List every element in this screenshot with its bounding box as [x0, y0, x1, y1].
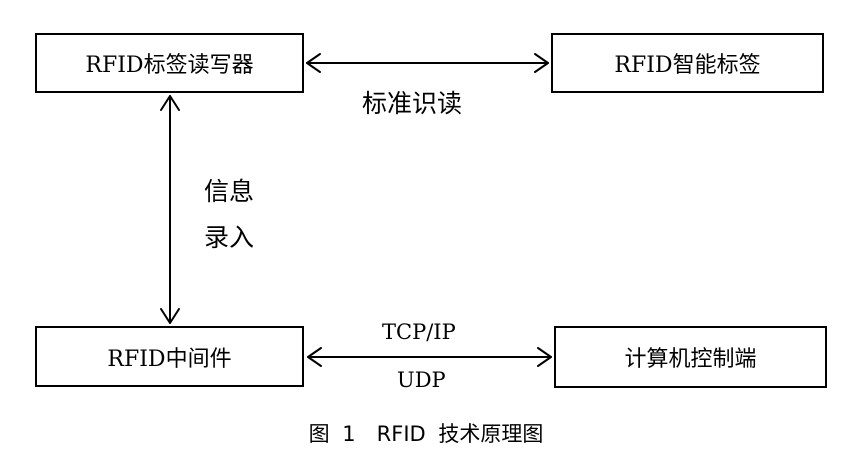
- arrow-reader-middleware: [160, 95, 180, 324]
- arrow-reader-tag: [306, 53, 549, 73]
- node-rfid-tag-label: RFID智能标签: [614, 53, 761, 78]
- node-rfid-reader-label: RFID标签读写器: [85, 53, 254, 78]
- node-rfid-reader: RFID标签读写器: [35, 33, 304, 93]
- arrow-middleware-computer: [307, 347, 552, 367]
- edge-label-standard-read: 标准识读: [362, 89, 463, 118]
- edge-label-udp: UDP: [397, 368, 446, 392]
- figure-caption: 图 1 RFID 技术原理图: [308, 422, 544, 446]
- edge-label-info-line1: 信息: [204, 177, 255, 206]
- node-rfid-middleware: RFID中间件: [35, 326, 304, 387]
- edge-label-tcpip: TCP/IP: [382, 320, 456, 344]
- node-rfid-tag: RFID智能标签: [551, 33, 824, 93]
- node-computer-control-label: 计算机控制端: [624, 347, 757, 372]
- node-computer-control: 计算机控制端: [554, 326, 827, 388]
- node-rfid-middleware-label: RFID中间件: [107, 346, 232, 372]
- edge-label-info-line2: 录入: [204, 223, 255, 252]
